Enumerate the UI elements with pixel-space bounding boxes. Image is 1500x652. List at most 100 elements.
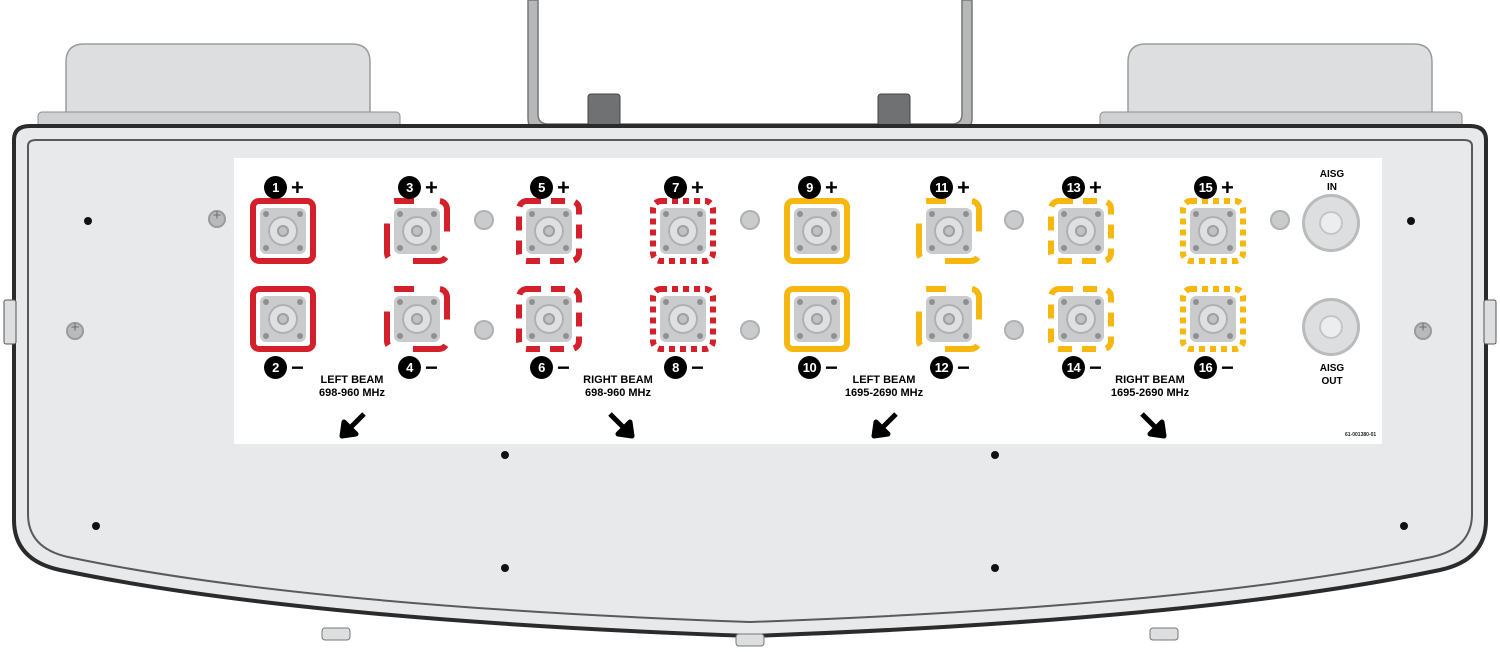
connector-bolt [1227,299,1233,305]
connector-bolt [431,211,437,217]
connector-bolt [263,299,269,305]
top-connector-right [877,93,911,129]
radome-cap-right [1127,43,1433,129]
connector-bolt [563,299,569,305]
rf-port-11 [916,198,982,264]
connector-bolt [297,333,303,339]
port-label: 10− [798,356,838,379]
aisg-out-line1: AISG [1319,363,1345,374]
connector-bolt [397,333,403,339]
beam-arrow-down-right-icon [608,412,635,439]
connector-bolt [431,299,437,305]
connector-bolt [963,211,969,217]
beam-name: RIGHT BEAM [583,374,653,386]
connector-bolt [1095,299,1101,305]
aisg-in-connector [1302,194,1360,252]
beam-label: LEFT BEAM 698-960 MHz [282,374,422,400]
port-frame-pattern [1180,198,1246,264]
rf-port-6 [516,286,582,352]
polarization-sign: − [957,354,970,380]
port-number: 6 [530,356,553,379]
radome-cap-left [65,43,371,129]
port-label: 15+ [1194,176,1234,199]
connector-bolt [1061,299,1067,305]
port-frame-pattern [1048,286,1114,352]
port-frame-pattern [384,198,450,264]
connector-bolt [431,333,437,339]
port-number: 8 [664,356,687,379]
connector-bolt [1193,333,1199,339]
beam-name: LEFT BEAM [852,374,916,386]
polarization-sign: − [557,354,570,380]
port-number: 2 [264,356,287,379]
beam-arrow-down-left-icon [871,412,898,439]
polarization-sign: + [957,174,970,200]
port-number: 7 [664,176,687,199]
port-frame-pattern [516,198,582,264]
aisg-in-label: AISG IN [1307,168,1357,194]
spacer-boss [474,320,494,340]
housing-hole [84,217,92,225]
beam-frequency: 1695-2690 MHz [844,387,924,399]
housing-hole [1407,217,1415,225]
port-label: 14− [1062,356,1102,379]
polarization-sign: − [1089,354,1102,380]
rf-port-2 [250,286,316,352]
connector-bolt [1095,333,1101,339]
aisg-in-line1: AISG [1319,169,1345,180]
connector-bolt [663,245,669,251]
port-number: 14 [1062,356,1085,379]
polarization-sign: − [825,354,838,380]
housing-screw [66,319,84,340]
housing-hole [501,564,509,572]
port-frame [250,198,316,264]
connector-bolt [297,211,303,217]
connector-bolt [929,245,935,251]
connector-bolt [529,299,535,305]
port-number: 1 [264,176,287,199]
housing-screw [1414,319,1432,340]
beam-frequency: 698-960 MHz [318,387,386,399]
port-number: 10 [798,356,821,379]
polarization-sign: + [825,174,838,200]
connector-bolt [797,245,803,251]
rf-port-1 [250,198,316,264]
port-number: 4 [398,356,421,379]
connector-bolt [831,245,837,251]
polarization-sign: + [557,174,570,200]
connector-bolt [797,299,803,305]
connector-bolt [929,333,935,339]
port-frame [784,286,850,352]
beam-frequency: 698-960 MHz [584,387,652,399]
polarization-sign: − [1221,354,1234,380]
connector-bolt [563,245,569,251]
housing-hole [1400,522,1408,530]
connector-bolt [563,333,569,339]
connector-bolt [697,299,703,305]
connector-bolt [831,333,837,339]
polarization-sign: + [291,174,304,200]
rf-port-9 [784,198,850,264]
connector-bolt [797,333,803,339]
aisg-out-line2: OUT [1321,376,1343,387]
connector-bolt [297,299,303,305]
aisg-out-label: AISG OUT [1307,362,1357,388]
connector-bolt [397,299,403,305]
connector-bolt [263,333,269,339]
connector-bolt [529,333,535,339]
port-label: 11+ [930,176,970,199]
rf-port-3 [384,198,450,264]
rf-port-12 [916,286,982,352]
port-label: 7+ [664,176,704,199]
connector-bolt [963,333,969,339]
polarization-sign: − [291,354,304,380]
connector-bolt [697,211,703,217]
connector-bolt [1061,211,1067,217]
rf-port-15 [1180,198,1246,264]
beam-arrow-down-left-icon [339,412,366,439]
connector-bolt [1061,245,1067,251]
connector-bolt [297,245,303,251]
connector-bolt [1227,211,1233,217]
beam-label: RIGHT BEAM 698-960 MHz [548,374,688,400]
port-number: 5 [530,176,553,199]
